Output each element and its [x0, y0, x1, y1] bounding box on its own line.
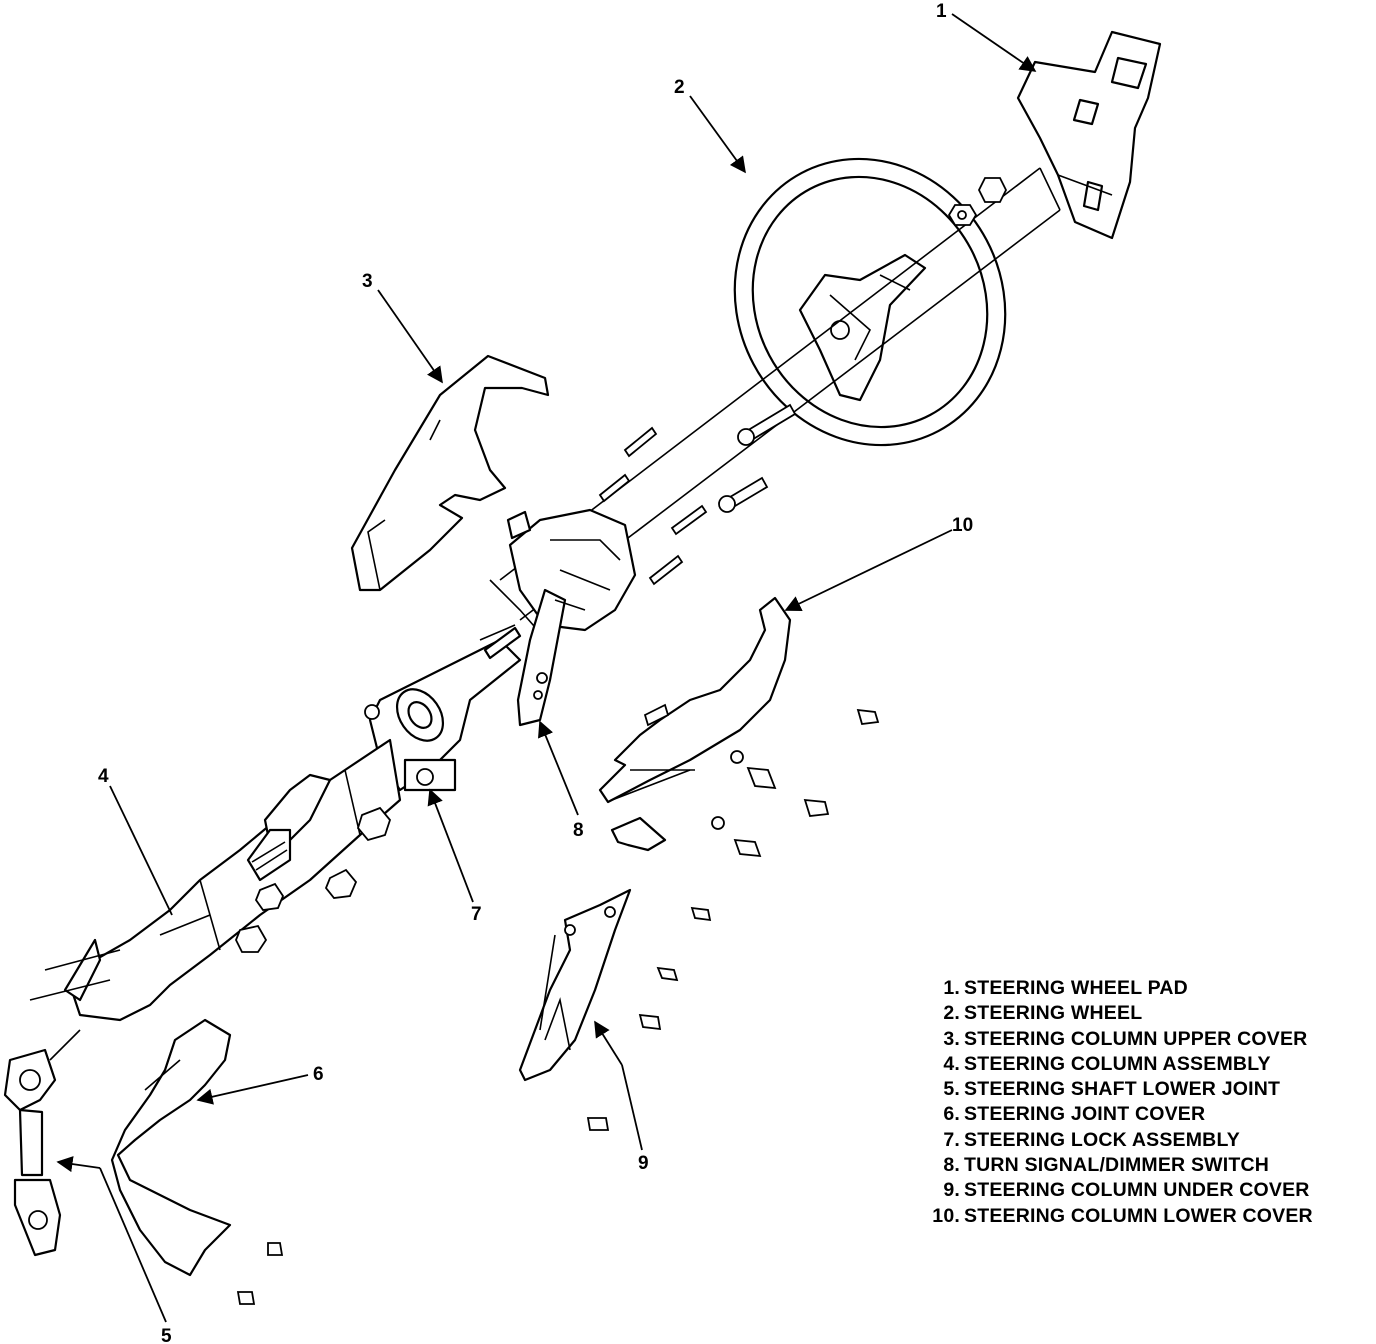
legend-num: 2.	[943, 1002, 960, 1025]
callout-8: 8	[573, 820, 584, 841]
callout-6: 6	[313, 1064, 324, 1085]
legend-row: 6.STEERING JOINT COVER	[918, 1102, 1368, 1127]
legend-num: 7.	[943, 1128, 960, 1151]
steering-column-lower-cover-part	[598, 596, 792, 804]
legend-row: 8.TURN SIGNAL/DIMMER SWITCH	[918, 1153, 1368, 1178]
legend-num: 4.	[943, 1052, 960, 1075]
screw-parts	[598, 403, 797, 586]
switch-housing-part	[489, 508, 637, 651]
callout-1: 1	[936, 1, 947, 22]
legend-num: 5.	[943, 1078, 960, 1101]
legend-row: 5.STEERING SHAFT LOWER JOINT	[918, 1077, 1368, 1102]
legend-row: 1.STEERING WHEEL PAD	[918, 976, 1368, 1001]
steering-wheel-part	[733, 157, 1007, 447]
legend-row: 2.STEERING WHEEL	[918, 1001, 1368, 1026]
legend-label: TURN SIGNAL/DIMMER SWITCH	[964, 1154, 1270, 1177]
legend-label: STEERING WHEEL PAD	[964, 977, 1188, 999]
legend-row: 4.STEERING COLUMN ASSEMBLY	[918, 1052, 1368, 1077]
parts-legend: 1.STEERING WHEEL PAD 2.STEERING WHEEL 3.…	[918, 976, 1368, 1229]
steering-column-under-cover-part	[518, 816, 667, 1082]
legend-label: STEERING SHAFT LOWER JOINT	[964, 1078, 1281, 1101]
steering-wheel-pad-part	[1016, 30, 1162, 240]
legend-label: STEERING COLUMN ASSEMBLY	[964, 1052, 1271, 1075]
callout-5: 5	[161, 1326, 172, 1344]
legend-num: 8.	[943, 1154, 960, 1177]
legend-num: 1.	[943, 977, 960, 999]
legend-row: 10.STEERING COLUMN LOWER COVER	[918, 1204, 1368, 1229]
steering-column-assembly-part	[29, 624, 522, 1022]
screw-parts-right	[236, 708, 880, 1305]
hub-nut-parts	[947, 177, 1008, 226]
legend-label: STEERING LOCK ASSEMBLY	[964, 1128, 1240, 1151]
steering-joint-cover-part	[110, 1018, 232, 1277]
legend-label: STEERING COLUMN UPPER COVER	[964, 1027, 1308, 1050]
legend-num: 10.	[932, 1204, 960, 1227]
steering-shaft-lower-joint-part	[3, 1029, 81, 1257]
callout-2: 2	[674, 77, 685, 98]
legend-label: STEERING JOINT COVER	[964, 1103, 1206, 1126]
legend-num: 9.	[943, 1179, 960, 1202]
callout-9: 9	[638, 1153, 649, 1174]
turn-signal-dimmer-switch-part	[516, 588, 586, 727]
callout-3: 3	[362, 271, 373, 292]
legend-row: 7.STEERING LOCK ASSEMBLY	[918, 1128, 1368, 1153]
leader-lines	[56, 13, 1037, 1323]
callout-4: 4	[98, 766, 109, 787]
steering-column-upper-cover-part	[350, 354, 550, 592]
legend-label: STEERING COLUMN UNDER COVER	[964, 1179, 1310, 1202]
legend-row: 3.STEERING COLUMN UPPER COVER	[918, 1027, 1368, 1052]
legend-label: STEERING COLUMN LOWER COVER	[964, 1204, 1313, 1227]
legend-num: 6.	[943, 1103, 960, 1126]
callout-7: 7	[471, 904, 482, 925]
legend-label: STEERING WHEEL	[964, 1002, 1143, 1025]
legend-num: 3.	[943, 1027, 960, 1050]
callout-10: 10	[952, 515, 973, 536]
legend-row: 9.STEERING COLUMN UNDER COVER	[918, 1178, 1368, 1203]
nut-parts	[235, 806, 392, 953]
